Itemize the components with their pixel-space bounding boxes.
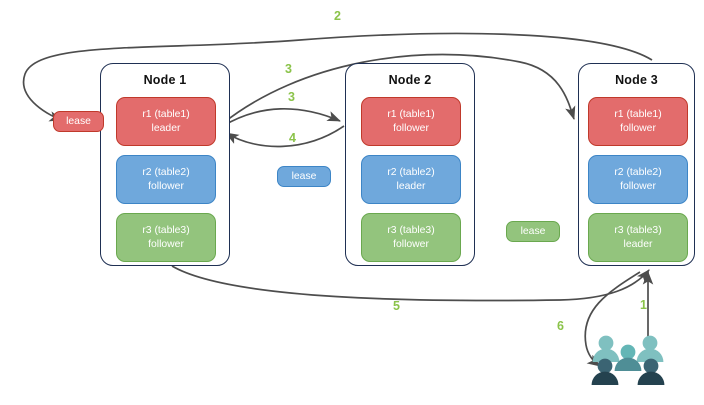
step-label-5: 5 — [393, 299, 400, 313]
step-label-3-upper: 3 — [285, 62, 292, 76]
arrow-step-4 — [225, 125, 345, 148]
step-label-3-lower: 3 — [288, 90, 295, 104]
replica-role: follower — [620, 122, 656, 134]
replica-role: leader — [151, 122, 181, 134]
replica-role: leader — [396, 180, 426, 192]
node-title: Node 2 — [388, 73, 432, 87]
node-title: Node 3 — [615, 73, 658, 87]
replica-r1[interactable]: r1 (table1) leader — [116, 97, 216, 146]
replica-r3[interactable]: r3 (table3) follower — [361, 213, 461, 262]
step-label-1: 1 — [640, 298, 647, 312]
replica-name: r3 (table3) — [387, 225, 435, 237]
replica-name: r1 (table1) — [614, 109, 662, 121]
step-label-2: 2 — [334, 9, 341, 23]
step-label-6: 6 — [557, 319, 564, 333]
arrow-step-2 — [22, 32, 653, 122]
node-card-2[interactable]: Node 2 r1 (table1) follower r2 (table2) … — [345, 63, 475, 266]
replica-name: r3 (table3) — [142, 225, 190, 237]
replica-r2[interactable]: r2 (table2) leader — [361, 155, 461, 204]
replica-name: r1 (table1) — [387, 109, 435, 121]
replica-r1[interactable]: r1 (table1) follower — [361, 97, 461, 146]
node-card-3[interactable]: Node 3 r1 (table1) follower r2 (table2) … — [578, 63, 695, 266]
replica-role: follower — [393, 122, 429, 134]
lease-badge-r1[interactable]: lease — [53, 111, 104, 132]
replica-role: follower — [148, 180, 184, 192]
replica-r2[interactable]: r2 (table2) follower — [116, 155, 216, 204]
replica-role: follower — [393, 238, 429, 250]
arrow-step-3-to-node3 — [221, 53, 576, 125]
replica-role: follower — [148, 238, 184, 250]
replica-name: r2 (table2) — [142, 167, 190, 179]
replica-name: r2 (table2) — [387, 167, 435, 179]
node-title: Node 1 — [143, 73, 187, 87]
replica-name: r3 (table3) — [614, 225, 662, 237]
users-group-icon — [591, 335, 665, 385]
lease-badge-r2[interactable]: lease — [277, 166, 331, 187]
replica-name: r1 (table1) — [142, 109, 190, 121]
replica-r3[interactable]: r3 (table3) leader — [588, 213, 688, 262]
replica-name: r2 (table2) — [614, 167, 662, 179]
replica-r1[interactable]: r1 (table1) follower — [588, 97, 688, 146]
arrow-step-3-to-node2 — [222, 108, 341, 127]
step-label-4: 4 — [289, 131, 296, 145]
lease-badge-r3[interactable]: lease — [506, 221, 560, 242]
arrow-step-5 — [171, 265, 650, 302]
node-card-1[interactable]: Node 1 r1 (table1) leader r2 (table2) fo… — [100, 63, 230, 266]
replica-role: follower — [620, 180, 656, 192]
replica-r2[interactable]: r2 (table2) follower — [588, 155, 688, 204]
replica-r3[interactable]: r3 (table3) follower — [116, 213, 216, 262]
replica-role: leader — [623, 238, 653, 250]
